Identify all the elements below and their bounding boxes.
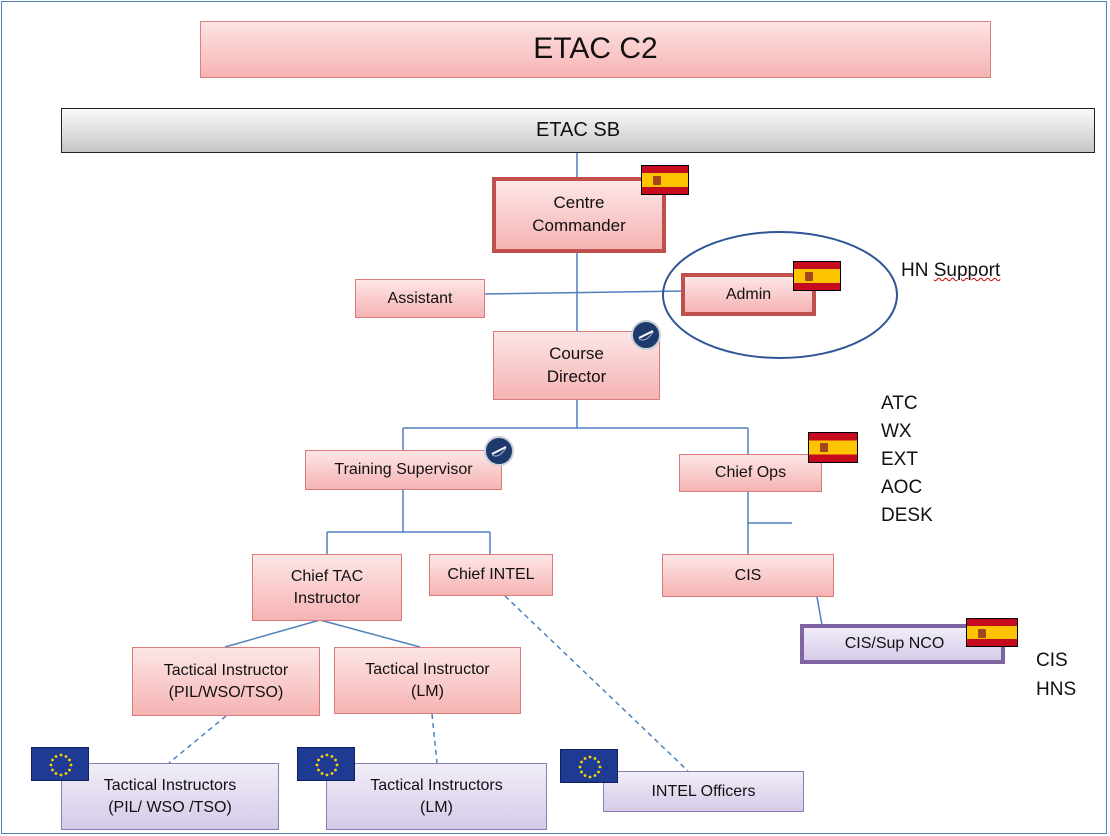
- chief-tac-instructor-box: Chief TAC Instructor: [252, 554, 402, 621]
- tac-instructor-pil-line2: (PIL/WSO/TSO): [168, 683, 284, 701]
- chief-ops-box: Chief Ops: [679, 454, 822, 492]
- organization-emblem-icon: [631, 320, 661, 350]
- assistant-box: Assistant: [355, 279, 485, 318]
- title-text: ETAC C2: [533, 32, 658, 66]
- dashed-intel-officers: [504, 595, 689, 772]
- tac-instructors-lm-line2: (LM): [420, 798, 453, 816]
- course-director-line1: Course: [549, 343, 604, 363]
- eu-flag-icon: [31, 747, 89, 781]
- intel-officers-box: INTEL Officers: [603, 771, 804, 812]
- ops-function-item: AOC: [881, 477, 923, 498]
- organization-emblem-icon: [484, 436, 514, 466]
- tactical-instructors-pil-box: Tactical Instructors (PIL/ WSO /TSO): [61, 763, 279, 830]
- spain-flag-icon: [966, 618, 1018, 647]
- dashed-ti2-tis: [431, 713, 438, 764]
- assistant-text: Assistant: [387, 289, 453, 307]
- chief-intel-text: Chief INTEL: [447, 566, 535, 584]
- ops-function-item: ATC: [881, 393, 918, 414]
- connector-ctac-ti2: [319, 619, 421, 648]
- hn-support-word: Support: [933, 260, 1001, 281]
- chief-intel-box: Chief INTEL: [429, 554, 553, 596]
- etac-sb-box: ETAC SB: [61, 108, 1095, 153]
- cis-box: CIS: [662, 554, 834, 597]
- tac-instructors-lm-line1: Tactical Instructors: [370, 776, 503, 794]
- cis-sup-nco-box: CIS/Sup NCO: [800, 624, 1005, 664]
- connector-cis-nco: [816, 596, 823, 626]
- training-supervisor-text: Training Supervisor: [334, 461, 473, 479]
- ops-function-item: EXT: [881, 449, 918, 470]
- chief-tac-line2: Instructor: [293, 589, 361, 607]
- cis-function-item: HNS: [1036, 679, 1077, 700]
- cis-functions-list: CIS HNS: [1036, 646, 1076, 704]
- admin-box: Admin: [681, 273, 816, 316]
- tac-instructors-pil-line1: Tactical Instructors: [103, 776, 237, 794]
- tac-instructor-lm-line2: (LM): [411, 682, 444, 700]
- course-director-line2: Director: [546, 366, 607, 386]
- tactical-instructors-lm-box: Tactical Instructors (LM): [326, 763, 547, 830]
- cis-function-item: CIS: [1036, 650, 1068, 671]
- eu-flag-icon: [560, 749, 618, 783]
- centre-commander-line2: Commander: [532, 216, 626, 235]
- tac-instructor-lm-line1: Tactical Instructor: [365, 660, 490, 678]
- centre-commander-line1: Centre: [553, 193, 605, 213]
- dashed-ti1-tis: [168, 715, 227, 764]
- intel-officers-text: INTEL Officers: [651, 782, 756, 800]
- tac-instructors-pil-line2: (PIL/ WSO /TSO): [108, 798, 232, 816]
- ops-functions-list: ATC WX EXT AOC DESK: [881, 390, 933, 530]
- tactical-instructor-lm-box: Tactical Instructor (LM): [334, 647, 521, 714]
- hn-support-prefix: HN: [901, 260, 934, 281]
- etac-sb-text: ETAC SB: [535, 119, 621, 141]
- training-supervisor-box: Training Supervisor: [305, 450, 502, 490]
- admin-text: Admin: [725, 285, 772, 303]
- hn-support-label: HN Support: [901, 260, 1000, 282]
- spain-flag-icon: [808, 432, 858, 463]
- cis-text: CIS: [734, 566, 762, 584]
- hn-support-ellipse: [662, 231, 898, 359]
- eu-flag-icon: [297, 747, 355, 781]
- spain-flag-icon: [793, 261, 841, 291]
- tactical-instructor-pil-box: Tactical Instructor (PIL/WSO/TSO): [132, 647, 320, 716]
- connector-assistant-admin: [483, 290, 685, 295]
- spain-flag-icon: [641, 165, 689, 195]
- chief-ops-text: Chief Ops: [714, 464, 787, 482]
- connector-ctac-ti1: [224, 619, 321, 648]
- ops-function-item: WX: [881, 421, 912, 442]
- chief-tac-line1: Chief TAC: [290, 567, 364, 585]
- ops-function-item: DESK: [881, 505, 933, 526]
- tac-instructor-pil-line1: Tactical Instructor: [163, 661, 289, 679]
- cis-sup-nco-text: CIS/Sup NCO: [844, 635, 945, 653]
- title-box: ETAC C2: [200, 21, 991, 78]
